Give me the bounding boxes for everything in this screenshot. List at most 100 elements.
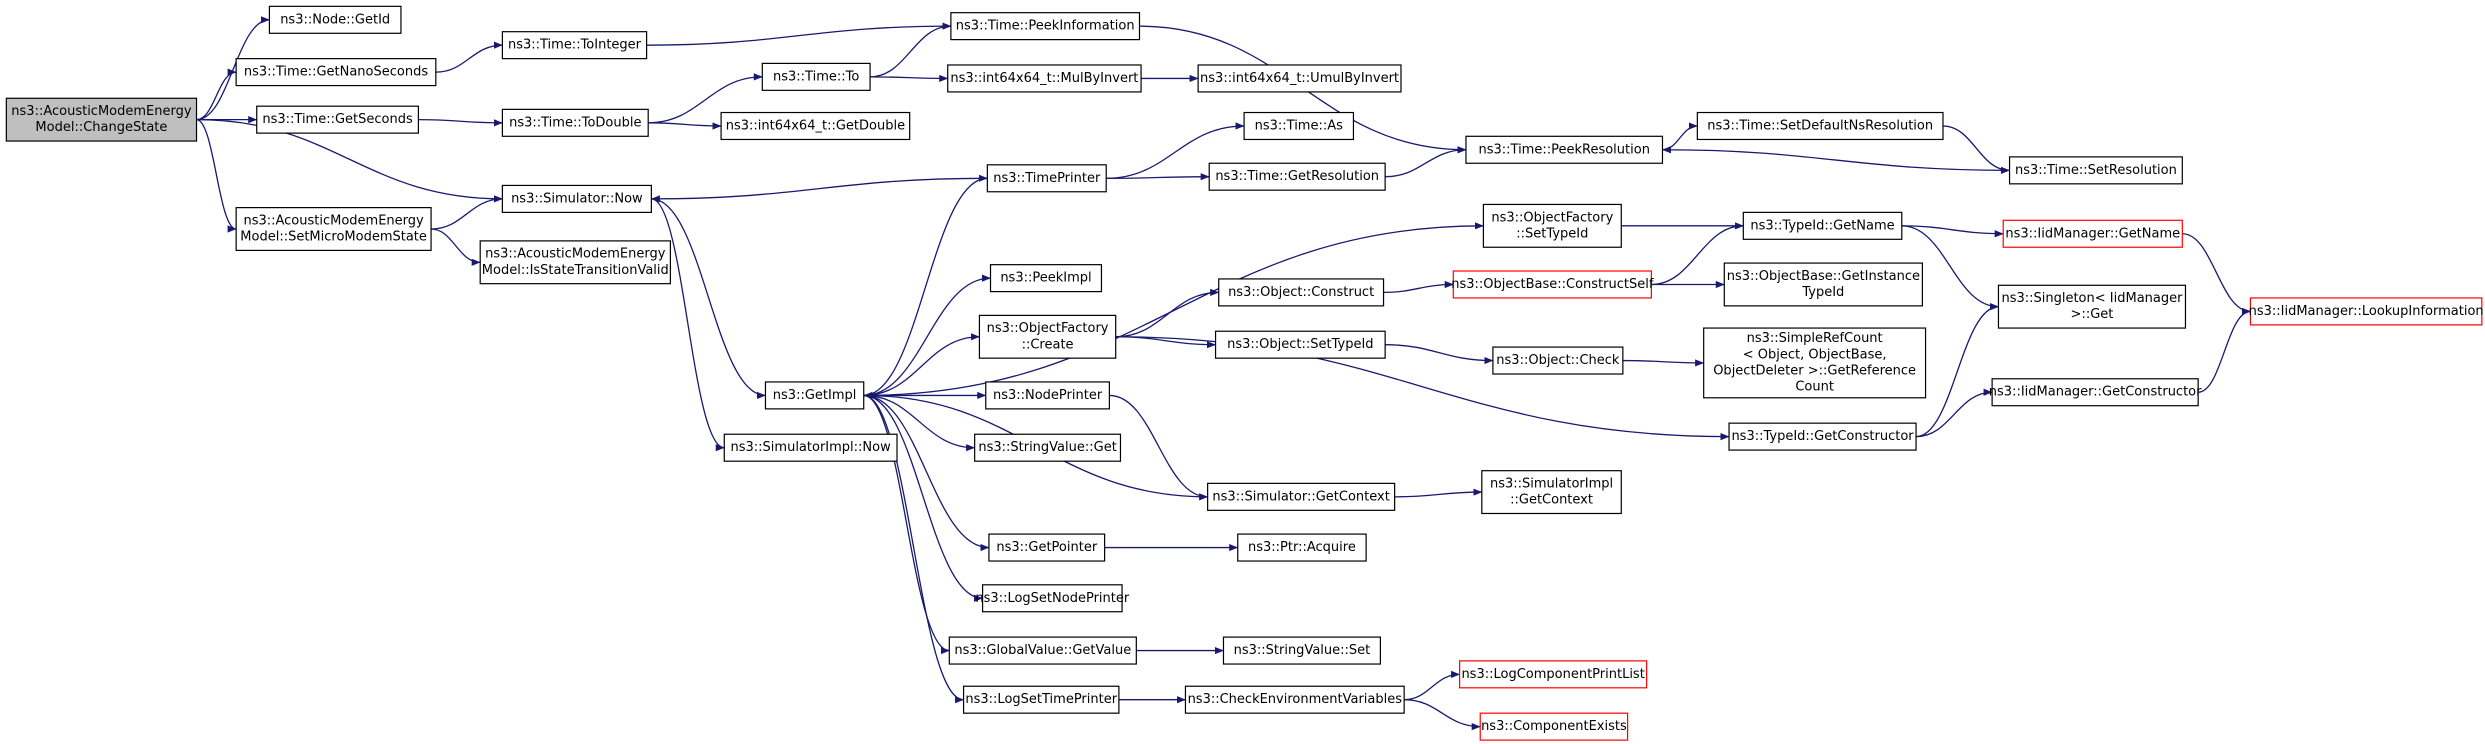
edge-n_iidgetname-to-n_lookup: [2182, 233, 2251, 315]
node-getnano[interactable]: ns3::Time::GetNanoSeconds: [235, 58, 437, 87]
node-label: ns3::SimpleRefCount: [1747, 331, 1883, 346]
node-box: [1184, 685, 1405, 714]
node-box: [1696, 111, 1944, 141]
node-toint[interactable]: ns3::Time::ToInteger: [501, 31, 648, 60]
node-label: ns3::Time::GetResolution: [1215, 169, 1379, 184]
node-box: [720, 111, 911, 141]
node-label: ns3::Object::SetTypeId: [1227, 337, 1373, 352]
node-tidgetname[interactable]: ns3::TypeId::GetName: [1742, 211, 1903, 240]
node-checkenv[interactable]: ns3::CheckEnvironmentVariables: [1184, 685, 1405, 714]
node-label: < Object, ObjectBase,: [1743, 347, 1887, 362]
node-box: [501, 108, 649, 137]
edge-n_simgetctx-to-n_implgetctx: [1394, 488, 1483, 498]
node-box: [1218, 278, 1385, 307]
node-simnow[interactable]: ns3::Simulator::Now: [501, 184, 652, 213]
node-box: [1481, 470, 1622, 515]
node-label: ns3::AcousticModemEnergy: [485, 247, 666, 262]
node-ofcreate[interactable]: ns3::ObjectFactory::Create: [978, 314, 1117, 359]
node-peekres[interactable]: ns3::Time::PeekResolution: [1465, 135, 1664, 164]
edge-n_tidgetname-to-n_singleton: [1901, 225, 1999, 311]
node-lookup[interactable]: ns3::IidManager::LookupInformation: [2249, 297, 2484, 326]
node-setmicro[interactable]: ns3::AcousticModemEnergyModel::SetMicroM…: [235, 207, 432, 252]
edge-n_tidgetname-to-n_iidgetname: [1901, 225, 2004, 238]
node-tidgetctor[interactable]: ns3::TypeId::GetConstructor: [1728, 422, 1917, 451]
node-box: [235, 207, 432, 252]
node-box: [1742, 211, 1903, 240]
node-iidgetname[interactable]: ns3::IidManager::GetName: [2002, 219, 2183, 248]
node-strget[interactable]: ns3::StringValue::Get: [974, 433, 1122, 462]
node-box: [978, 314, 1117, 359]
node-iidgetctor[interactable]: ns3::IidManager::GetConstructor: [1989, 378, 2202, 407]
edge-n_setdefres-to-n_setres: [1942, 125, 2010, 174]
node-to[interactable]: ns3::Time::To: [761, 62, 871, 91]
node-box: [1214, 330, 1386, 359]
node-gvgetvalue[interactable]: ns3::GlobalValue::GetValue: [948, 636, 1137, 665]
node-box: [1492, 346, 1624, 375]
node-peekimpl[interactable]: ns3::PeekImpl: [989, 264, 1103, 293]
node-implgetctx[interactable]: ns3::SimulatorImpl::GetContext: [1481, 470, 1622, 515]
edge-root-to-n_setmicro: [196, 119, 237, 233]
node-objsettypeid[interactable]: ns3::Object::SetTypeId: [1214, 330, 1386, 359]
node-label: ns3::Time::GetNanoSeconds: [244, 65, 429, 80]
node-getsec[interactable]: ns3::Time::GetSeconds: [256, 105, 419, 134]
node-logsettime[interactable]: ns3::LogSetTimePrinter: [962, 685, 1120, 714]
node-umulbyinv[interactable]: ns3::int64x64_t::UmulByInvert: [1197, 64, 1402, 93]
nodes-layer: ns3::AcousticModemEnergyModel::ChangeSta…: [5, 5, 2484, 741]
edge-n_getimpl-to-n_getpointer: [863, 394, 990, 552]
node-label: ns3::ObjectBase::ConstructSelf: [1451, 277, 1654, 292]
node-root[interactable]: ns3::AcousticModemEnergyModel::ChangeSta…: [5, 97, 198, 142]
node-box: [723, 433, 898, 462]
node-box: [256, 105, 419, 134]
node-label: ns3::CheckEnvironmentVariables: [1188, 692, 1403, 707]
node-todouble[interactable]: ns3::Time::ToDouble: [501, 108, 649, 137]
node-label: Model::IsStateTransitionValid: [482, 263, 669, 278]
node-box: [1723, 262, 1923, 307]
node-simimplnow[interactable]: ns3::SimulatorImpl::Now: [723, 433, 898, 462]
node-getpointer[interactable]: ns3::GetPointer: [988, 533, 1106, 562]
node-ptracquire[interactable]: ns3::Ptr::Acquire: [1237, 533, 1367, 562]
edge-n_timeprinter-to-n_simnow: [650, 177, 988, 203]
node-label: ns3::StringValue::Get: [978, 440, 1116, 455]
node-getres[interactable]: ns3::Time::GetResolution: [1208, 162, 1386, 191]
node-mulbyinv[interactable]: ns3::int64x64_t::MulByInvert: [947, 64, 1142, 93]
node-label: ns3::Time::As: [1255, 118, 1344, 133]
node-label: ns3::ObjectBase::GetInstance: [1727, 269, 1920, 284]
node-label: ns3::IidManager::GetConstructor: [1989, 385, 2202, 400]
node-objconstruct[interactable]: ns3::Object::Construct: [1218, 278, 1385, 307]
node-getid[interactable]: ns3::Node::GetId: [268, 5, 402, 34]
node-label: ns3::TypeId::GetName: [1750, 218, 1894, 233]
node-refcount[interactable]: ns3::SimpleRefCount< Object, ObjectBase,…: [1703, 327, 1927, 399]
node-strset[interactable]: ns3::StringValue::Set: [1222, 636, 1381, 665]
node-simgetctx[interactable]: ns3::Simulator::GetContext: [1207, 482, 1396, 511]
node-nodeprinter[interactable]: ns3::NodePrinter: [985, 381, 1110, 410]
node-setres[interactable]: ns3::Time::SetResolution: [2008, 156, 2183, 185]
node-as[interactable]: ns3::Time::As: [1243, 111, 1355, 141]
edge-n_iidgetctor-to-n_lookup: [2198, 307, 2251, 393]
node-label: ns3::Time::PeekInformation: [956, 19, 1135, 34]
edge-n_getnano-to-n_toint: [435, 41, 503, 73]
node-singleton[interactable]: ns3::Singleton< IidManager >::Get: [1997, 284, 2187, 329]
node-label: Model::SetMicroModemState: [240, 230, 427, 245]
node-setdefres[interactable]: ns3::Time::SetDefaultNsResolution: [1696, 111, 1944, 141]
node-peekinfo[interactable]: ns3::Time::PeekInformation: [950, 12, 1141, 41]
node-getdouble[interactable]: ns3::int64x64_t::GetDouble: [720, 111, 911, 141]
node-timeprinter[interactable]: ns3::TimePrinter: [986, 164, 1107, 193]
node-objcheck[interactable]: ns3::Object::Check: [1492, 346, 1624, 375]
node-label: ns3::AcousticModemEnergy: [11, 104, 192, 119]
node-compexists[interactable]: ns3::ComponentExists: [1479, 712, 1629, 741]
node-label: Model::ChangeState: [35, 120, 167, 135]
node-logcomplist[interactable]: ns3::LogComponentPrintList: [1459, 660, 1648, 689]
node-logsetnode[interactable]: ns3::LogSetNodePrinter: [975, 584, 1130, 613]
node-label: ns3::GetPointer: [996, 540, 1097, 555]
node-constructself[interactable]: ns3::ObjectBase::ConstructSelf: [1451, 270, 1654, 299]
edge-n_setmicro-to-n_simnow: [431, 195, 503, 230]
node-box: [479, 240, 671, 285]
node-getimpl[interactable]: ns3::GetImpl: [764, 381, 865, 410]
node-box: [235, 58, 437, 87]
edge-n_constructself-to-n_tidgetname: [1651, 222, 1744, 286]
node-isvalid[interactable]: ns3::AcousticModemEnergyModel::IsStateTr…: [479, 240, 671, 285]
node-box: [1728, 422, 1917, 451]
edge-n_getimpl-to-n_ofcreate: [863, 333, 980, 397]
node-ofsettypeid[interactable]: ns3::ObjectFactory::SetTypeId: [1482, 203, 1622, 248]
